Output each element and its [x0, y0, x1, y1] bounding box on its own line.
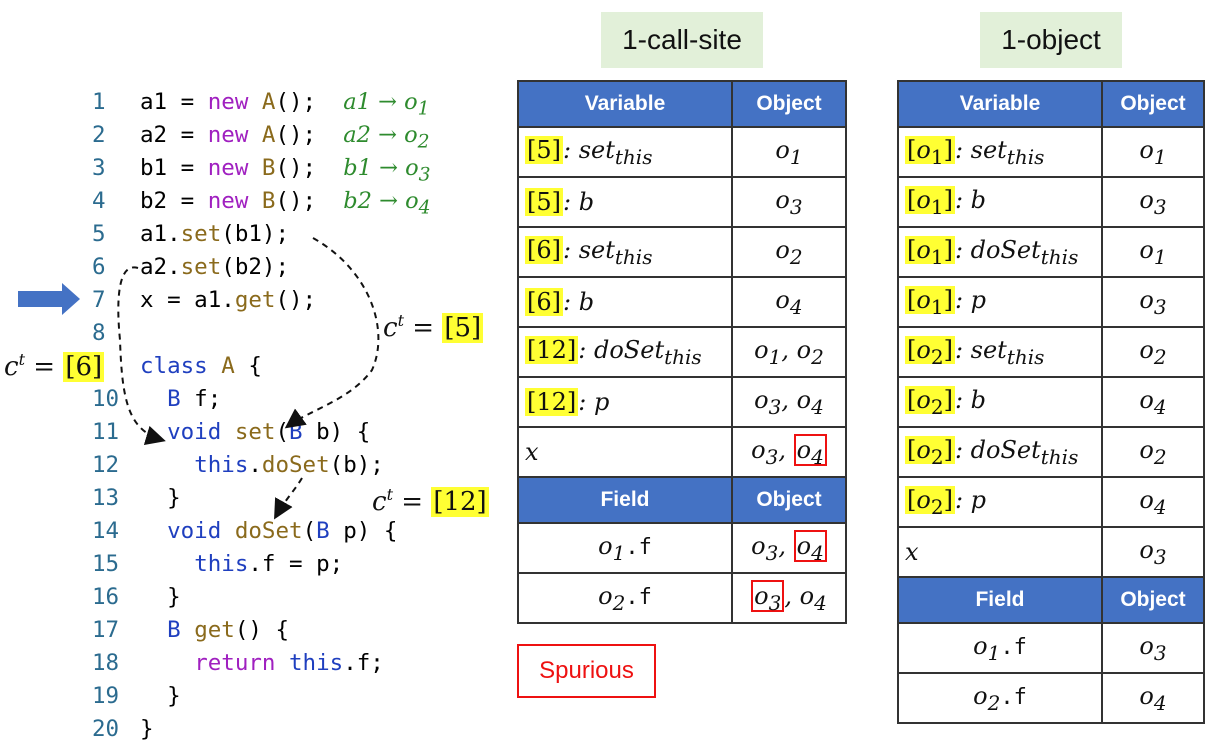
col-header-variable: Variable — [897, 80, 1103, 128]
code-line-14: 14 void doSet(B p) { — [92, 518, 398, 544]
header-row: Variable Object — [517, 80, 847, 128]
code-line-13: 13 } — [92, 485, 181, 511]
code-line-11: 11 void set(B b) { — [92, 419, 371, 445]
call-edge-line12 — [274, 477, 303, 520]
call-edge-line5 — [284, 237, 380, 429]
context-label-5: ct = [5] — [383, 311, 484, 343]
title-object: 1-object — [980, 12, 1122, 68]
context-label-12: ct = [12] — [372, 485, 489, 517]
code-line-18: 18 return this.f; — [92, 650, 384, 676]
code-line-19: 19 } — [92, 683, 181, 709]
col-header-object: Object — [731, 476, 847, 524]
code-line-20: 20} — [92, 716, 154, 742]
code-line-9: 9class A { — [92, 353, 262, 379]
field-header-row: Field Object — [897, 576, 1205, 624]
spurious-label: Spurious — [517, 644, 656, 698]
title-call-site: 1-call-site — [601, 12, 763, 68]
header-row: Variable Object — [897, 80, 1205, 128]
code-line-17: 17 B get() { — [92, 617, 290, 643]
code-line-8: 8 — [92, 320, 106, 346]
context-label-6: ct = [6] — [4, 350, 105, 382]
code-line-16: 16 } — [92, 584, 181, 610]
col-header-object: Object — [1101, 576, 1205, 624]
col-header-variable: Variable — [517, 80, 733, 128]
field-header-row: Field Object — [517, 476, 847, 524]
current-line-arrow-icon — [18, 283, 80, 315]
code-line-12: 12 this.doSet(b); — [92, 452, 384, 478]
col-header-field: Field — [517, 476, 733, 524]
col-header-field: Field — [897, 576, 1103, 624]
code-line-15: 15 this.f = p; — [92, 551, 344, 577]
code-line-10: 10 B f; — [92, 386, 222, 412]
col-header-object: Object — [1101, 80, 1205, 128]
col-header-object: Object — [731, 80, 847, 128]
